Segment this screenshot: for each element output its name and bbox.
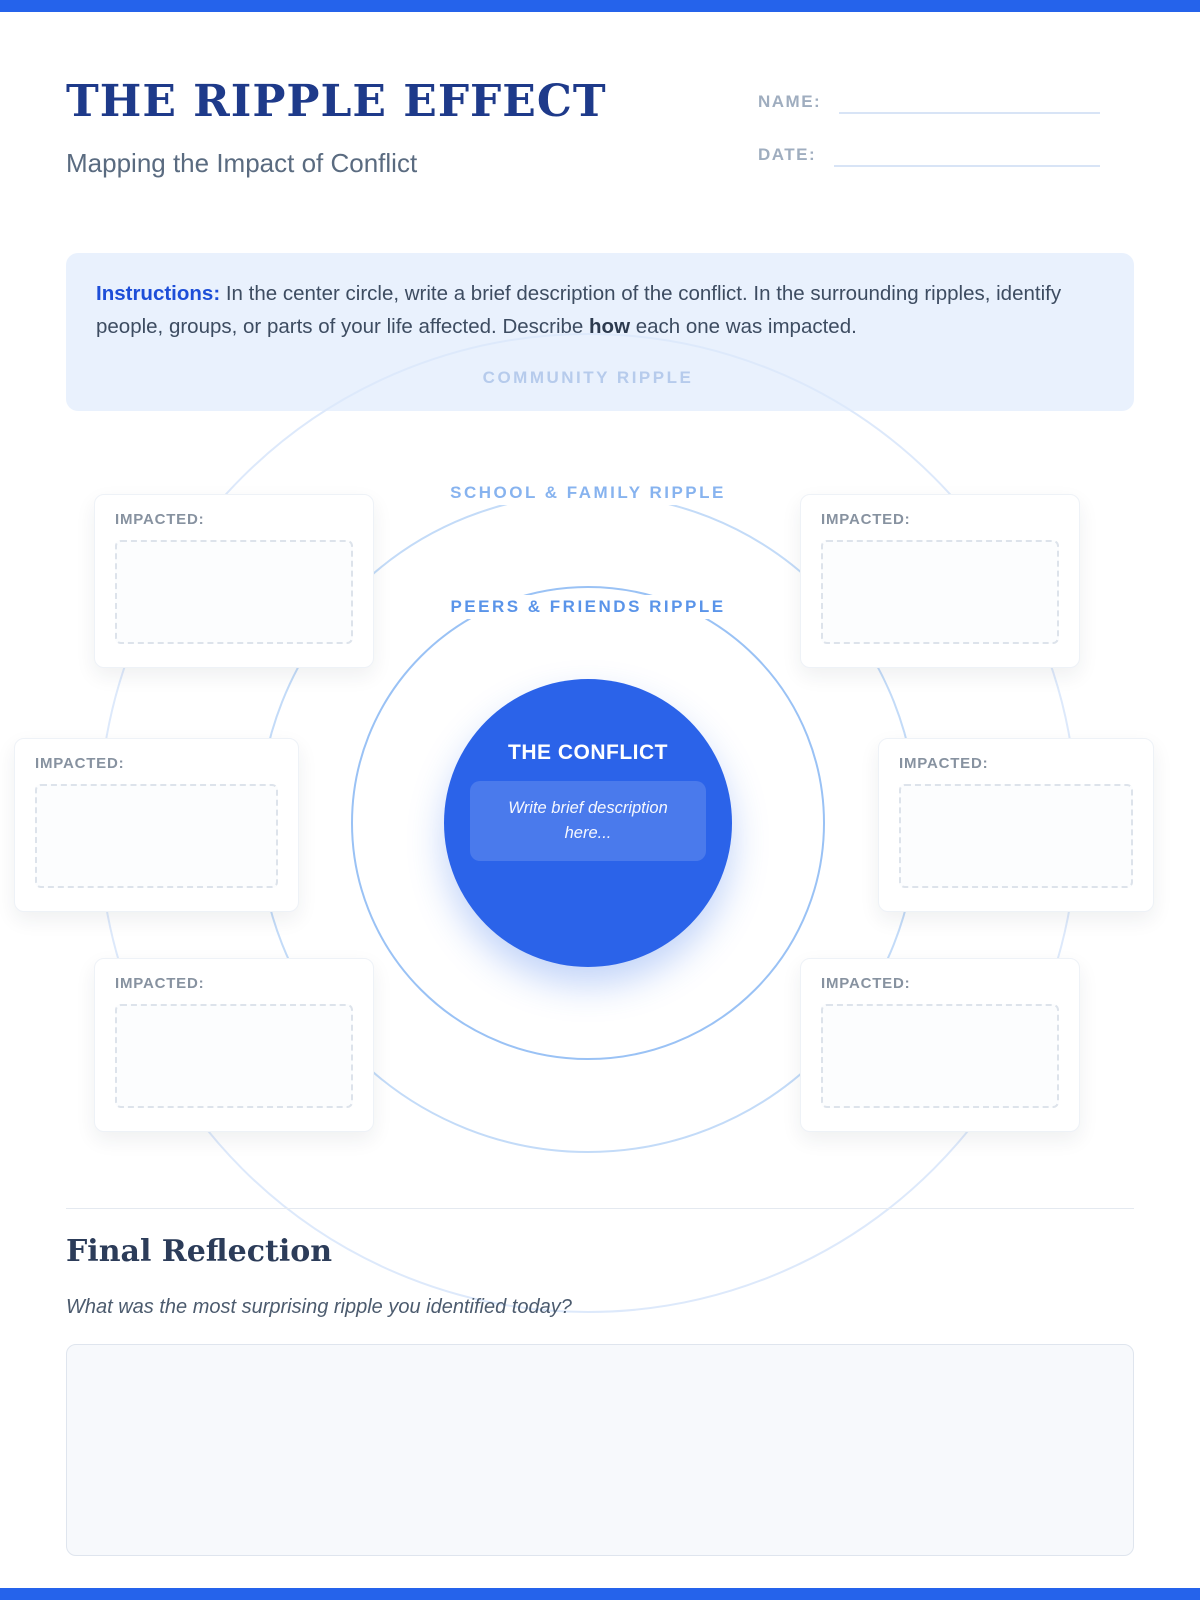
- instructions-text: Instructions: In the center circle, writ…: [66, 253, 1134, 369]
- impacted-write-area[interactable]: [115, 540, 353, 644]
- community-ripple-label: COMMUNITY RIPPLE: [482, 368, 694, 387]
- name-field-row: NAME:: [758, 84, 1100, 114]
- impact-card-middle-left: IMPACTED:: [14, 738, 299, 912]
- impact-card-bottom-left: IMPACTED:: [94, 958, 374, 1132]
- impact-card-top-left: IMPACTED:: [94, 494, 374, 668]
- name-input-line[interactable]: [839, 84, 1100, 114]
- peers-friends-ripple-ring: [351, 586, 825, 1060]
- reflection-heading: Final Reflection: [66, 1234, 333, 1269]
- instructions-body-2: each one was impacted.: [630, 314, 857, 338]
- conflict-title: THE CONFLICT: [508, 741, 668, 764]
- conflict-description-input[interactable]: Write brief description here...: [470, 781, 706, 861]
- instructions-label: Instructions:: [96, 282, 221, 305]
- header-accent-bar: [0, 0, 1200, 12]
- conflict-center-circle: THE CONFLICT Write brief description her…: [444, 679, 732, 967]
- impacted-write-area[interactable]: [821, 540, 1059, 644]
- impact-card-middle-right: IMPACTED:: [878, 738, 1154, 912]
- impacted-label: IMPACTED:: [899, 755, 989, 772]
- page-title: THE RIPPLE EFFECT: [66, 76, 607, 127]
- impact-card-bottom-right: IMPACTED:: [800, 958, 1080, 1132]
- name-label: NAME:: [758, 92, 822, 111]
- school-family-ripple-label: SCHOOL & FAMILY RIPPLE: [438, 481, 738, 505]
- impacted-write-area[interactable]: [821, 1004, 1059, 1108]
- footer-accent-bar: [0, 1588, 1200, 1600]
- instructions-body-1: In the center circle, write a brief desc…: [96, 282, 1062, 338]
- impacted-write-area[interactable]: [899, 784, 1133, 888]
- reflection-question: What was the most surprising ripple you …: [66, 1296, 572, 1318]
- impacted-label: IMPACTED:: [115, 511, 205, 528]
- impacted-label: IMPACTED:: [821, 511, 911, 528]
- section-divider: [66, 1208, 1134, 1209]
- instructions-bold-word: how: [589, 314, 631, 338]
- impact-card-top-right: IMPACTED:: [800, 494, 1080, 668]
- impacted-write-area[interactable]: [115, 1004, 353, 1108]
- impacted-label: IMPACTED:: [35, 755, 125, 772]
- impacted-label: IMPACTED:: [821, 975, 911, 992]
- impacted-label: IMPACTED:: [115, 975, 205, 992]
- impacted-write-area[interactable]: [35, 784, 278, 888]
- date-input-line[interactable]: [834, 137, 1100, 167]
- date-field-row: DATE:: [758, 137, 1100, 167]
- peers-friends-ripple-label: PEERS & FRIENDS RIPPLE: [438, 595, 738, 619]
- reflection-answer-area[interactable]: [66, 1344, 1134, 1556]
- date-label: DATE:: [758, 145, 817, 164]
- page-subtitle: Mapping the Impact of Conflict: [66, 148, 418, 178]
